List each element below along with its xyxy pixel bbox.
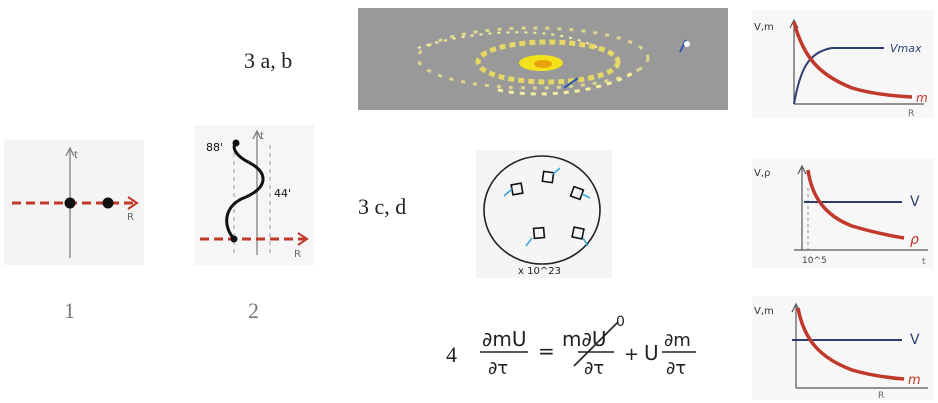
eq-cancel-line <box>573 321 619 367</box>
r-axis-arrow-icon <box>127 196 139 210</box>
label-3cd: 3 c, d <box>358 194 407 219</box>
point-r <box>102 197 114 209</box>
eq-equals: = <box>538 339 555 363</box>
fig2-mid-label: 44' <box>274 187 291 200</box>
graph-b-rho-label: ρ <box>910 232 919 248</box>
fig1-r-label: R <box>127 212 134 223</box>
graph-b-tick: 10^5 <box>802 256 827 266</box>
graph-a-vmax-label: Vmax <box>890 42 922 55</box>
graph-a-m-label: m <box>916 91 928 105</box>
graph-c-m-label: m <box>908 373 921 388</box>
eq-zero: 0 <box>616 314 625 330</box>
t-axis-arrow-icon <box>252 129 262 140</box>
y-axis-arrow-icon <box>797 164 807 175</box>
fig2-top-label: 88' <box>206 141 223 154</box>
eq-term2-den: ∂τ <box>666 358 686 379</box>
fig2-r-label: R <box>294 249 301 260</box>
figure-1-diagram: t R <box>4 140 144 265</box>
vmax-curve <box>793 47 884 105</box>
graph-b-v-label: V <box>910 194 920 210</box>
figure-1-number: 1 <box>64 298 75 323</box>
figure-2-number: 2 <box>248 298 259 323</box>
graph-b-ylabel: V,ρ <box>754 168 770 179</box>
figure-2-diagram: 88' 44' R t <box>194 125 314 265</box>
graph-b: V,ρ V ρ 10^5 t <box>752 158 934 268</box>
graph-a-xlabel: R <box>908 109 914 118</box>
eq-term2-num: ∂m <box>664 330 691 351</box>
eq-term2-coef: U <box>644 341 659 365</box>
label-3ab: 3 a, b <box>244 48 293 73</box>
point-origin <box>64 197 76 209</box>
eq-term1-den: ∂τ <box>584 358 604 379</box>
m-curve <box>792 21 913 99</box>
rho-curve <box>806 169 905 240</box>
r-axis-arrow-icon <box>297 232 309 246</box>
fig2-t-label: t <box>260 131 264 142</box>
graph-c-xlabel: R <box>878 391 884 400</box>
eq-lhs-num: ∂mU <box>482 327 526 351</box>
eq-term1-num: m∂U <box>562 327 606 351</box>
graph-b-xlabel: t <box>922 257 926 267</box>
graph-a: V,m Vmax m R <box>752 10 934 118</box>
eq-plus: + <box>624 344 639 365</box>
label-4: 4 <box>446 342 457 367</box>
graph-c: V,m V m R <box>752 296 934 400</box>
graph-c-v-label: V <box>910 332 920 348</box>
eq-lhs-den: ∂τ <box>488 358 508 379</box>
t-axis-arrow-icon <box>65 146 75 157</box>
graph-c-ylabel: V,m <box>754 306 774 317</box>
galaxy-image <box>358 8 728 110</box>
comoving-box-diagram: x 10^23 <box>476 150 612 278</box>
graph-a-ylabel: V,m <box>754 22 774 33</box>
equation: ∂mU ∂τ = m∂U ∂τ 0 + U ∂m ∂τ <box>478 304 728 394</box>
worldline <box>225 141 265 240</box>
box-count-label: x 10^23 <box>518 266 561 277</box>
fig1-t-label: t <box>74 150 78 161</box>
m-curve <box>796 307 905 381</box>
